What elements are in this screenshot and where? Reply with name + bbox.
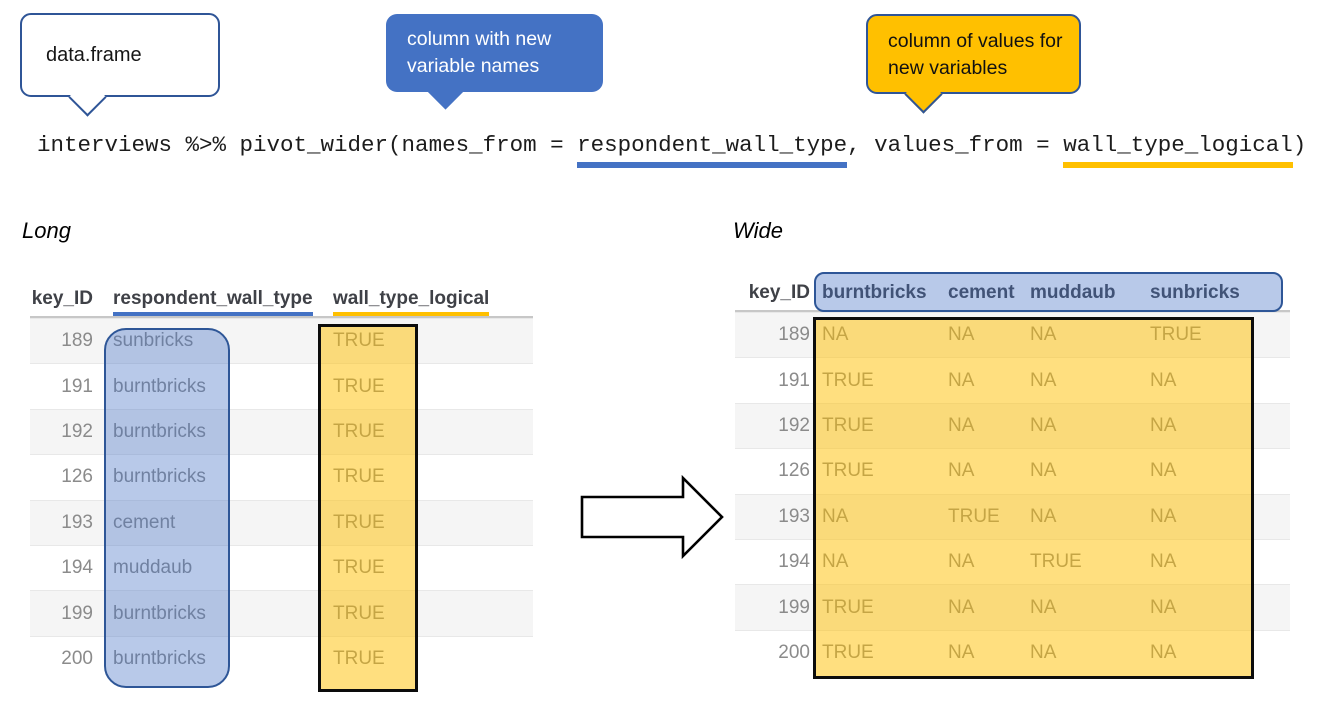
cell-key-id: 189 <box>61 330 93 352</box>
table-row: 194 muddaub TRUE <box>30 544 533 591</box>
cell-wall-type: burntbricks <box>113 375 206 397</box>
long-table: key_ID respondent_wall_type wall_type_lo… <box>30 278 533 692</box>
col-header-muddaub: muddaub <box>1030 282 1116 303</box>
callout-tail <box>904 75 943 114</box>
wide-label: Wide <box>733 218 783 243</box>
cell-key-id: 200 <box>61 647 93 669</box>
callout-dataframe: data.frame <box>20 13 220 117</box>
callout-names-from: column with new variable names <box>386 14 603 110</box>
code-suffix: ) <box>1292 132 1307 158</box>
col-header-key-id: key_ID <box>748 282 810 303</box>
wide-table: key_ID burntbricks cement muddaub sunbri… <box>735 272 1290 679</box>
cell-key-id: 191 <box>61 375 93 397</box>
cell-key-id: 126 <box>61 466 93 488</box>
col-header-wall-type-logical: wall_type_logical <box>333 288 533 316</box>
cell-key-id: 192 <box>61 420 93 442</box>
highlight-new-variable-headers <box>814 272 1283 312</box>
col-header-cement: cement <box>948 282 1015 303</box>
table-row: 191 burntbricks TRUE <box>30 363 533 409</box>
code-line: interviews %>% pivot_wider(names_from = … <box>37 132 1306 168</box>
callout-dataframe-label: data.frame <box>46 43 142 66</box>
long-label: Long <box>22 218 71 243</box>
cell-key-id: 126 <box>778 460 810 482</box>
pivot-arrow-icon <box>580 474 726 564</box>
cell-key-id: 191 <box>778 369 810 391</box>
cell-key-id: 189 <box>778 324 810 346</box>
cell-key-id: 192 <box>778 414 810 436</box>
cell-key-id: 194 <box>61 557 93 579</box>
cell-key-id: 200 <box>778 641 810 663</box>
cell-key-id: 199 <box>778 596 810 618</box>
callout-tail <box>426 71 465 110</box>
cell-wall-type: burntbricks <box>113 420 206 442</box>
code-values-arg: wall_type_logical <box>1063 132 1293 168</box>
cell-key-id: 199 <box>61 602 93 624</box>
col-header-respondent-wall-type: respondent_wall_type <box>93 288 333 316</box>
code-names-arg: respondent_wall_type <box>577 132 848 168</box>
callout-tail <box>68 78 107 117</box>
col-header-sunbricks: sunbricks <box>1150 282 1240 303</box>
cell-wall-type: muddaub <box>113 557 193 579</box>
long-table-header: key_ID respondent_wall_type wall_type_lo… <box>30 278 533 318</box>
code-separator: , values_from = <box>847 132 1064 158</box>
cell-wall-type: burntbricks <box>113 602 206 624</box>
highlight-new-variable-values <box>813 317 1254 679</box>
cell-wall-type: cement <box>113 511 176 533</box>
highlight-names-column <box>104 328 230 688</box>
col-header-burntbricks: burntbricks <box>822 282 927 303</box>
cell-key-id: 193 <box>61 511 93 533</box>
cell-key-id: 193 <box>778 505 810 527</box>
code-prefix: interviews %>% pivot_wider(names_from = <box>37 132 578 158</box>
cell-wall-type: burntbricks <box>113 647 206 669</box>
table-row: 199 burntbricks TRUE <box>30 590 533 636</box>
cell-key-id: 194 <box>778 551 810 573</box>
col-header-key-id: key_ID <box>31 288 93 309</box>
table-row: 126 burntbricks TRUE <box>30 454 533 500</box>
cell-wall-type: sunbricks <box>113 330 194 352</box>
highlight-values-column <box>318 324 418 692</box>
callout-names-from-label: column with new variable names <box>407 28 552 78</box>
callout-values-from-label: column of values for new variables <box>888 30 1063 80</box>
callout-values-from: column of values for new variables <box>866 14 1081 114</box>
cell-wall-type: burntbricks <box>113 466 206 488</box>
